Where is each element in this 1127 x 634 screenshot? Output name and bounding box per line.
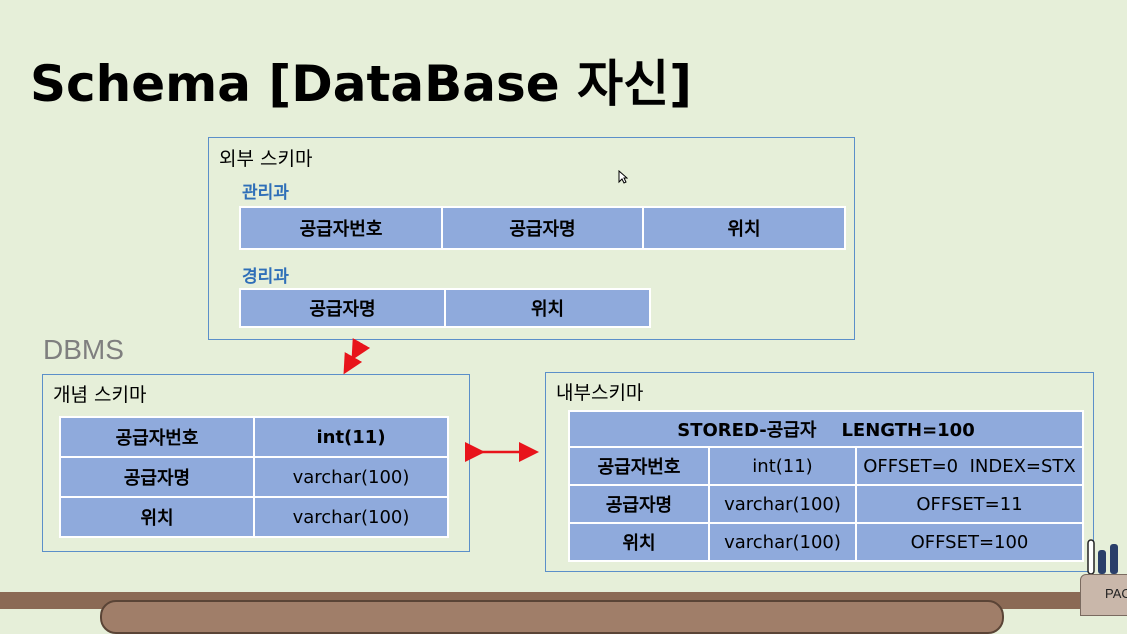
- conceptual-schema-box: [42, 374, 470, 552]
- table-row: 공급자명 varchar(100) OFFSET=11: [568, 484, 1084, 524]
- table-header-cell: STORED-공급자 LENGTH=100: [568, 410, 1084, 448]
- table-cell: OFFSET=100: [855, 522, 1084, 562]
- external-schema-title: 외부 스키마: [219, 148, 313, 170]
- corner-tab-label: PAC: [1105, 586, 1127, 601]
- conceptual-table: 공급자번호 int(11) 공급자명 varchar(100) 위치 varch…: [59, 416, 449, 538]
- table-cell: 위치: [444, 288, 651, 328]
- table-cell: OFFSET=11: [855, 484, 1084, 524]
- external-conceptual-arrow: [343, 338, 371, 375]
- table-cell: 위치: [642, 206, 846, 250]
- table-cell: 공급자번호: [59, 416, 255, 458]
- table-cell: 위치: [568, 522, 710, 562]
- corner-tab[interactable]: PAC: [1080, 574, 1127, 616]
- slide-title: Schema [DataBase 자신]: [30, 55, 692, 113]
- table-cell: varchar(100): [253, 456, 449, 498]
- bottom-pill: [100, 600, 1004, 634]
- table-row: 공급자번호 공급자명 위치: [239, 206, 846, 250]
- table-cell: varchar(100): [708, 522, 857, 562]
- table-cell: int(11): [708, 446, 857, 486]
- connector-arrows: [343, 338, 539, 462]
- table-row: STORED-공급자 LENGTH=100: [568, 410, 1084, 448]
- table-cell: 공급자번호: [239, 206, 443, 250]
- table-cell: 공급자명: [568, 484, 710, 524]
- mouse-cursor-icon: [618, 170, 628, 184]
- dbms-label: DBMS: [43, 334, 124, 365]
- table-cell: 공급자명: [239, 288, 446, 328]
- internal-schema-box: [545, 372, 1094, 572]
- dept1-table: 공급자번호 공급자명 위치: [239, 206, 846, 250]
- dept2-table: 공급자명 위치: [239, 288, 651, 328]
- table-cell: 공급자명: [441, 206, 644, 250]
- table-cell: 공급자명: [59, 456, 255, 498]
- table-cell: OFFSET=0 INDEX=STX: [855, 446, 1084, 486]
- table-row: 공급자번호 int(11) OFFSET=0 INDEX=STX: [568, 446, 1084, 486]
- table-row: 공급자명 위치: [239, 288, 651, 328]
- external-schema-box: [208, 137, 855, 340]
- table-cell: 위치: [59, 496, 255, 538]
- pencil-cup-icon: [1087, 539, 1118, 575]
- table-row: 위치 varchar(100) OFFSET=100: [568, 522, 1084, 562]
- table-row: 공급자번호 int(11): [59, 416, 449, 458]
- table-cell: varchar(100): [708, 484, 857, 524]
- table-cell: varchar(100): [253, 496, 449, 538]
- table-cell: 공급자번호: [568, 446, 710, 486]
- conceptual-schema-title: 개념 스키마: [53, 384, 147, 406]
- internal-table: STORED-공급자 LENGTH=100 공급자번호 int(11) OFFS…: [568, 410, 1084, 562]
- internal-schema-title: 내부스키마: [556, 382, 644, 404]
- table-row: 공급자명 varchar(100): [59, 456, 449, 498]
- table-row: 위치 varchar(100): [59, 496, 449, 538]
- dept2-label: 경리과: [242, 267, 289, 287]
- dept1-label: 관리과: [242, 183, 289, 203]
- table-cell: int(11): [253, 416, 449, 458]
